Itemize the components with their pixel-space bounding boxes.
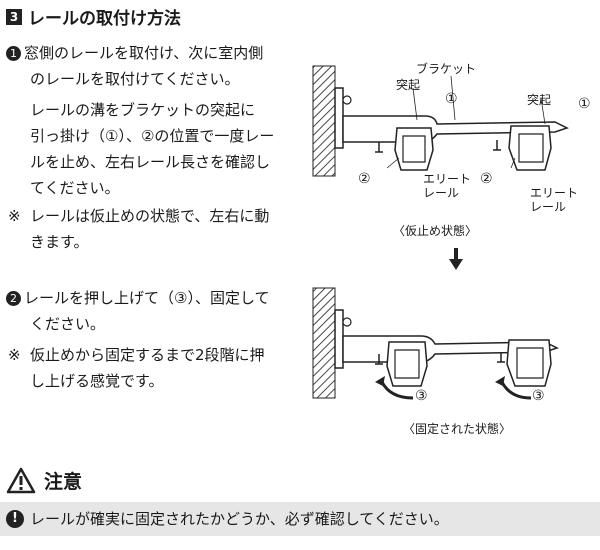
label-bracket: ブラケット [416, 62, 477, 76]
step1-sub-line-1: レールの溝をブラケットの突起に [30, 101, 256, 119]
exclamation-icon: ! [6, 510, 24, 528]
label-1-left: ① [445, 91, 458, 107]
label-elite-rail-left-2: レール [423, 186, 460, 200]
label-elite-rail-right-2: レール [530, 200, 567, 214]
step2-note-mark: ※ [8, 346, 21, 364]
step1-line-1-text: 窓側のレールを取付け、次に室内側 [24, 44, 264, 62]
step2-line-2: ください。 [30, 315, 106, 333]
step1-note-line-1: レールは仮止めの状態で、左右に動 [30, 207, 270, 225]
caution-title-text: 注意 [44, 471, 83, 493]
diagram-fixed-state [312, 287, 559, 400]
warning-triangle-icon [6, 467, 36, 494]
section-number: 3 [6, 8, 22, 25]
step1-sub-line-3: ルを止め、左右レール長さを確認し [30, 153, 271, 171]
step1-note-mark: ※ [8, 207, 21, 225]
caution-box [0, 502, 600, 536]
wall-plate [334, 87, 344, 149]
rail-left [375, 127, 434, 171]
rail-right [497, 339, 552, 387]
diagram1-caption: 〈仮止め状態〉 [393, 224, 478, 238]
section-title: 3 レールの取付け方法 [6, 4, 181, 29]
caution-text: レールが確実に固定されたかどうか、必ず確認してください。 [30, 510, 449, 528]
label-3-right: ③ [532, 388, 545, 404]
caution-line: ! レールが確実に固定されたかどうか、必ず確認してください。 [6, 506, 449, 532]
caution-title: 注意 [6, 467, 82, 494]
step1-line-2: のレールを取付けてください。 [30, 70, 240, 88]
rail-left [375, 341, 428, 387]
step2-note-line-2: し上げる感覚です。 [30, 372, 164, 390]
wall [312, 287, 336, 399]
diagram2-caption: 〈固定された状態〉 [403, 422, 512, 436]
step1-note-line-2: きます。 [30, 233, 89, 251]
step1-sub-line-2: 引っ掛け（①）、②の位置で一度レー [30, 127, 275, 145]
label-2-left: ② [358, 171, 371, 187]
label-protrusion-left: 突起 [396, 78, 421, 92]
diagram-temporary-state [312, 65, 569, 177]
label-1-right: ① [578, 96, 591, 112]
label-3-left: ③ [415, 388, 428, 404]
label-elite-rail-left-1: エリート [423, 172, 472, 186]
step2-note-line-1: 仮止めから固定するまで2段階に押 [30, 346, 265, 364]
section-title-text: レールの取付け方法 [28, 9, 181, 29]
down-arrow-icon [449, 248, 463, 270]
label-2-right: ② [480, 171, 493, 187]
step1-number: 1 [6, 46, 21, 61]
label-protrusion-right: 突起 [527, 93, 552, 107]
wall [312, 65, 336, 177]
step1-sub-line-4: てください。 [30, 179, 120, 197]
rail-right [493, 125, 552, 171]
wall-plate [334, 309, 344, 369]
label-elite-rail-right-1: エリート [530, 186, 579, 200]
step2-line-1-text: レールを押し上げて（③）、固定して [24, 289, 270, 307]
step2-number: 2 [6, 291, 21, 306]
